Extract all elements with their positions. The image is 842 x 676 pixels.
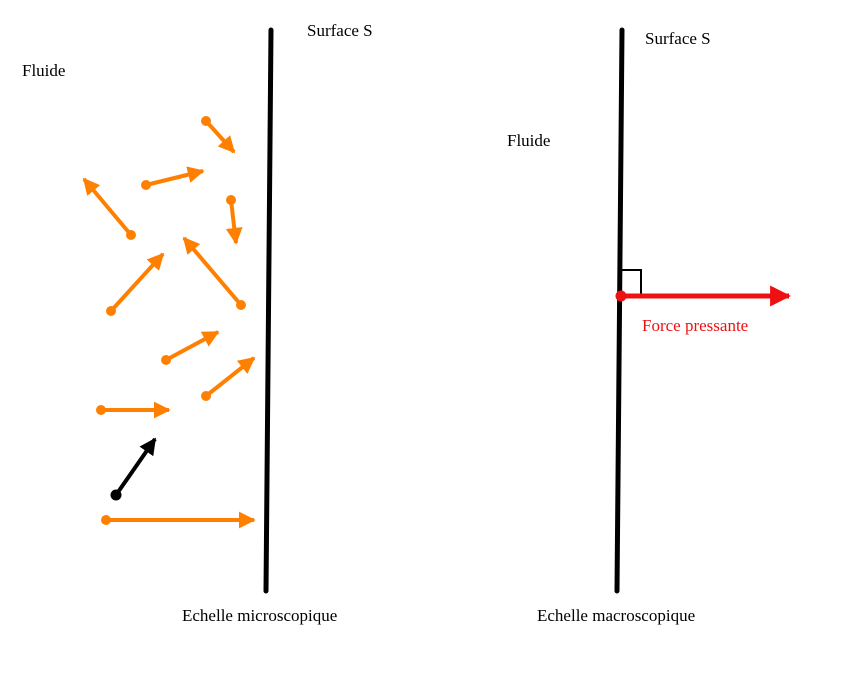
particle-arrow [161,330,220,365]
particle-arrow [106,252,165,316]
particle-arrow [201,116,236,154]
particle-arrow [182,236,246,310]
particle-arrow [141,166,205,190]
particle-arrow [96,401,171,419]
fluide-label-right: Fluide [507,131,550,150]
surface-label-left: Surface S [307,21,373,40]
right-angle-mark [621,269,642,295]
surface-wall-left [263,27,274,594]
particle-arrow [225,195,243,245]
force-label: Force pressante [642,316,748,335]
fluide-label-left: Fluide [22,61,65,80]
highlighted-particle-arrow [110,437,157,501]
particle-arrow [201,356,256,401]
echelle-macro-label: Echelle macroscopique [537,606,695,625]
particle-arrow [101,511,256,529]
echelle-micro-label: Echelle microscopique [182,606,337,625]
macroscopic-panel: Surface S Fluide Force pressante Echelle… [507,27,792,625]
force-arrow [615,285,792,307]
particle-arrow [82,177,136,240]
microscopic-panel: Surface S Fluide Echelle microscopique [22,21,373,625]
surface-wall-right [614,27,625,594]
surface-label-right: Surface S [645,29,711,48]
